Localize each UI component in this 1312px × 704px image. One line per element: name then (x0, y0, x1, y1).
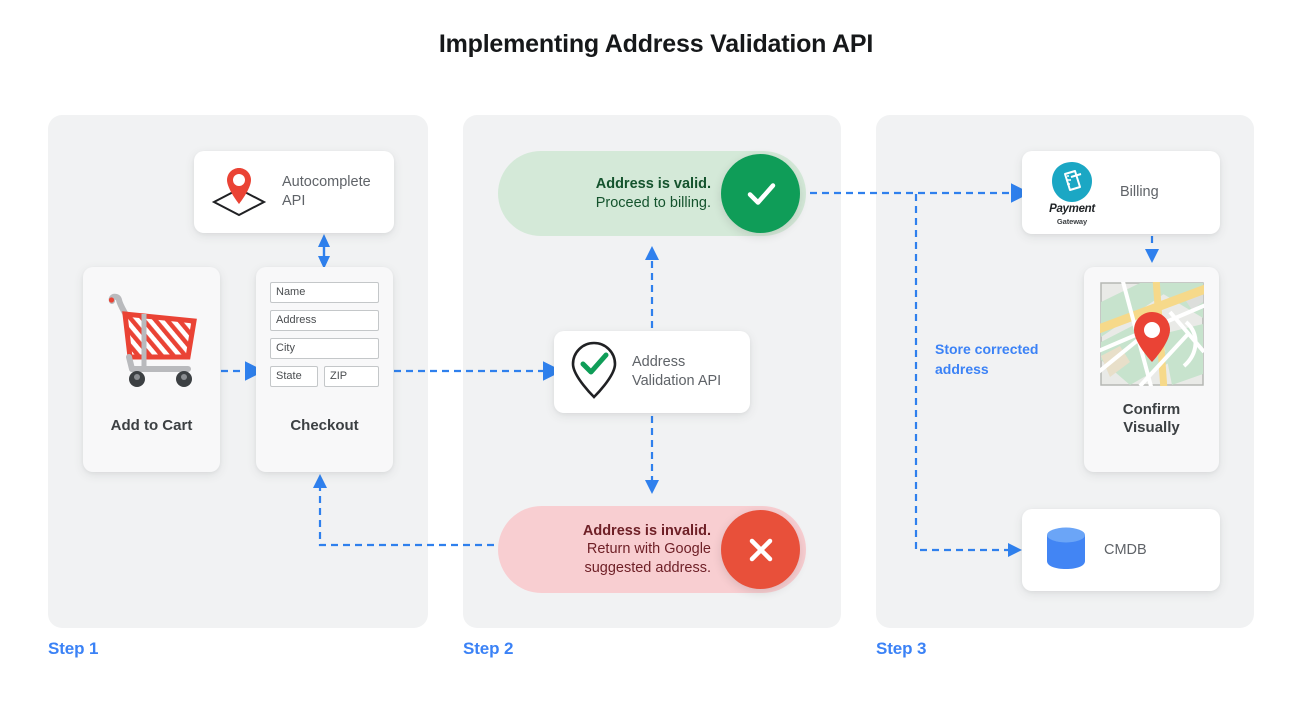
name-field[interactable]: Name (270, 282, 379, 303)
store-corrected-address-note: Store corrected address (935, 341, 1039, 377)
address-field[interactable]: Address (270, 310, 379, 331)
pin-check-icon (568, 339, 620, 406)
address-valid-text: Address is valid. Proceed to billing. (595, 175, 711, 211)
payment-gateway-subword: Gateway (1056, 216, 1088, 226)
confirm-visually-title: Confirm Visually (1122, 400, 1181, 437)
confirm-visually-card[interactable]: Confirm Visually (1084, 267, 1219, 472)
step-1-label: Step 1 (48, 639, 99, 658)
billing-label: Billing (1120, 184, 1159, 201)
map-pin-diamond-icon (208, 162, 270, 223)
x-circle-icon (721, 510, 800, 589)
checkout-card[interactable]: Name Address City State ZIP Checkout (256, 267, 393, 472)
map-thumbnail-icon (1084, 282, 1219, 386)
address-validation-api-card[interactable]: Address Validation API (554, 331, 750, 413)
add-to-cart-title: Add to Cart (110, 417, 193, 435)
autocomplete-api-card[interactable]: Autocomplete API (194, 151, 394, 233)
step-3-label: Step 3 (876, 639, 927, 658)
add-to-cart-card[interactable]: Add to Cart (83, 267, 220, 472)
autocomplete-api-label: Autocomplete API (282, 174, 371, 209)
payment-gateway-logo: Payment Gateway (1036, 160, 1108, 225)
checkout-form: Name Address City State ZIP (270, 282, 379, 387)
address-invalid-text: Address is invalid. Return with Google s… (582, 522, 711, 576)
step-2-label: Step 2 (463, 639, 514, 658)
page-title: Implementing Address Validation API (438, 30, 874, 58)
checkout-title: Checkout (290, 417, 359, 435)
zip-field[interactable]: ZIP (324, 366, 379, 387)
state-field[interactable]: State (270, 366, 318, 387)
address-valid-pill: Address is valid. Proceed to billing. (498, 151, 806, 236)
shopping-cart-icon (83, 283, 220, 391)
address-invalid-pill: Address is invalid. Return with Google s… (498, 506, 806, 593)
cmdb-label: CMDB (1104, 541, 1147, 558)
billing-card[interactable]: Payment Gateway Billing (1022, 151, 1220, 234)
city-field[interactable]: City (270, 338, 379, 359)
payment-gateway-wordmark: Payment (1049, 203, 1095, 215)
address-validation-api-label: Address Validation API (632, 354, 722, 389)
check-circle-icon (721, 154, 800, 233)
cmdb-card[interactable]: CMDB (1022, 509, 1220, 591)
database-icon (1036, 522, 1092, 579)
